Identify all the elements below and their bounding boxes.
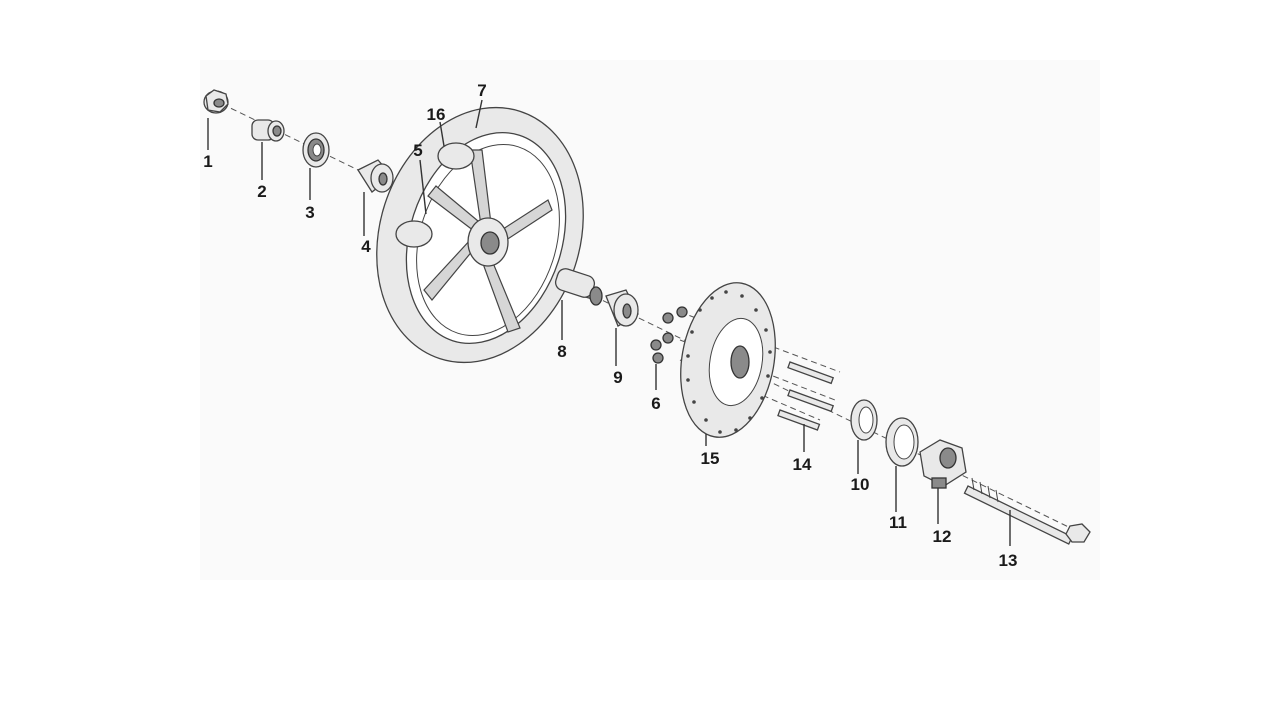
callout-3: 3 [305, 203, 314, 222]
callout-15: 15 [701, 449, 720, 468]
callout-10: 10 [851, 475, 870, 494]
part-7-wheel [376, 106, 584, 364]
part-3-bearing [302, 132, 330, 168]
part-9-spacer [605, 289, 639, 327]
callout-labels: 1 2 3 4 5 6 7 8 9 10 11 12 13 14 15 16 [203, 81, 1017, 570]
part-8-sleeve [554, 268, 603, 306]
part-1-nut [203, 89, 229, 114]
part-12-housing [919, 439, 967, 489]
callout-9: 9 [613, 368, 622, 387]
part-15-brake-disc [680, 282, 776, 438]
part-13-axle [963, 477, 1091, 545]
callout-8: 8 [557, 342, 566, 361]
part-2-collar [251, 119, 285, 142]
part-11-ring [885, 417, 919, 467]
callout-6: 6 [651, 394, 660, 413]
callout-16: 16 [427, 105, 446, 124]
callout-2: 2 [257, 182, 266, 201]
part-6-nuts [650, 306, 688, 364]
callout-4: 4 [361, 237, 371, 256]
callout-7: 7 [477, 81, 486, 100]
leader-lines [207, 99, 1011, 546]
callout-13: 13 [999, 551, 1018, 570]
callout-5: 5 [413, 141, 422, 160]
callout-11: 11 [889, 513, 907, 532]
callout-14: 14 [793, 455, 812, 474]
part-14-bolts [777, 361, 835, 431]
callout-12: 12 [933, 527, 952, 546]
drawing-panel [200, 60, 1100, 580]
part-4-spacer [357, 159, 394, 193]
part-10-ring [850, 399, 878, 441]
callout-1: 1 [203, 152, 212, 171]
